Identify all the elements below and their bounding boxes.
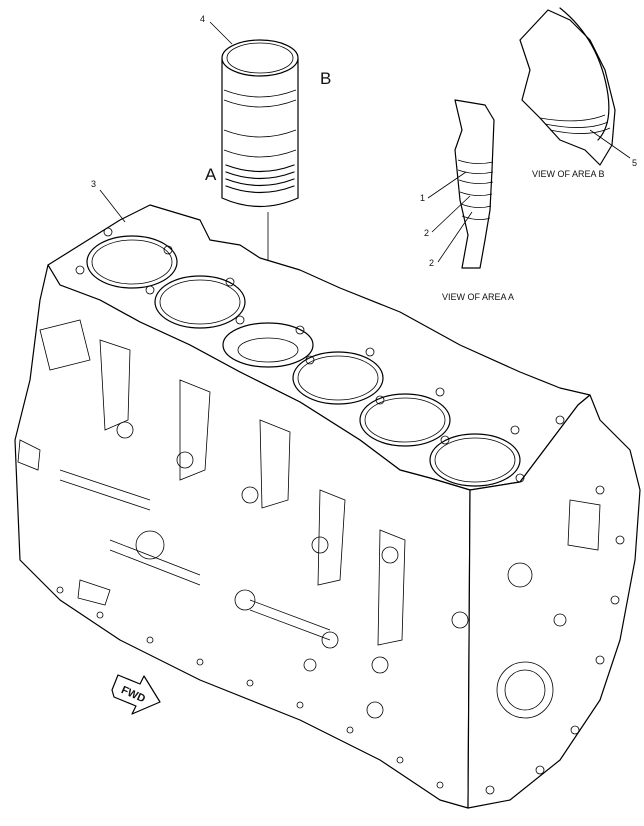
view-a-caption: VIEW OF AREA A [442,292,514,302]
view-b-caption: VIEW OF AREA B [532,169,605,179]
callout-4: 4 [200,14,205,24]
callout-3: 3 [91,179,96,189]
detail-view-b [519,7,631,166]
detail-view-a [427,99,495,269]
callout-1: 1 [420,193,425,203]
cylinder-liner [221,39,299,207]
engine-block [14,204,641,809]
leader-3 [99,189,126,223]
callout-2-upper: 2 [424,228,429,238]
leader-4 [209,21,233,45]
callout-5: 5 [632,158,637,168]
area-b-marker: B [320,69,331,88]
fwd-arrow-icon [111,674,161,715]
area-a-marker: A [205,165,217,184]
callout-2-lower: 2 [429,258,434,268]
